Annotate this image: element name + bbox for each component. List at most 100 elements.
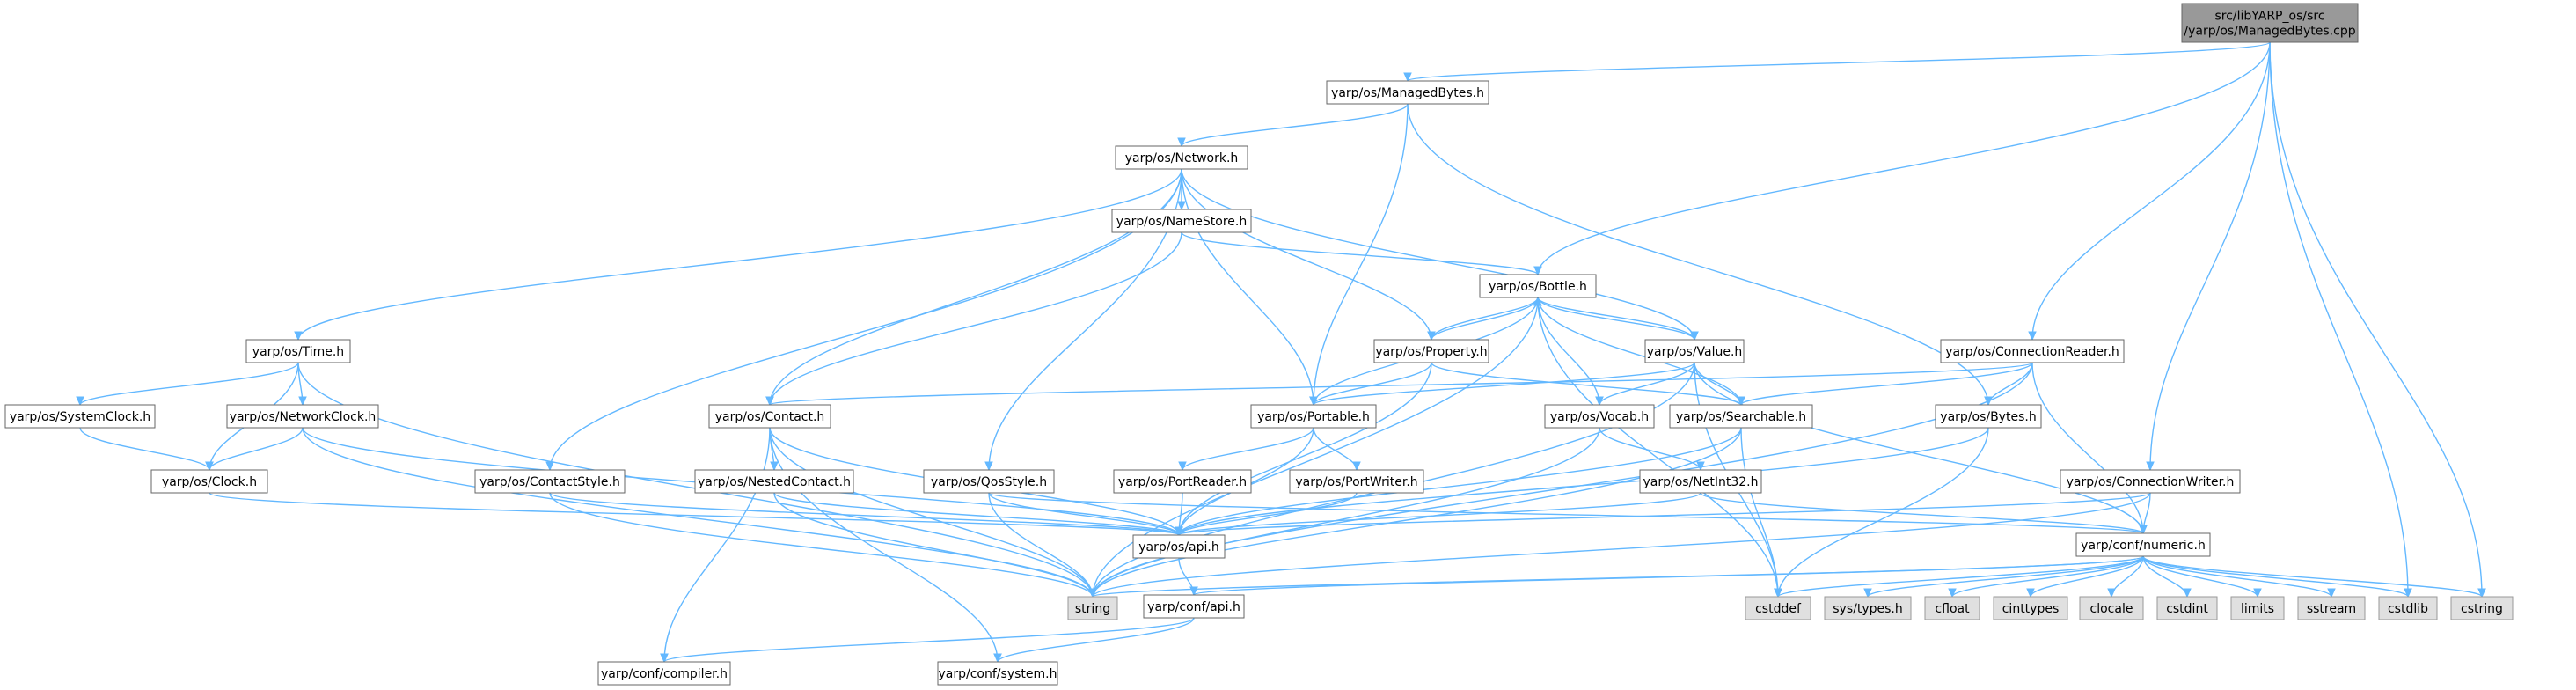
edge-root-to-connectionreader_h [2028,41,2271,341]
edge-line [297,168,1182,341]
node-searchable-h[interactable]: yarp/os/Searchable.h [1669,404,1813,429]
edge-line [1694,362,2144,534]
edge-network_h-to-portable_h [1181,168,1318,407]
node-box [1111,209,1252,233]
node-netint32-h[interactable]: yarp/os/NetInt32.h [1639,469,1762,494]
node-label: yarp/conf/compiler.h [601,667,728,681]
edge-numeric_h-to-cinttypes [2026,555,2144,598]
node-label: yarp/os/PortWriter.h [1295,475,1417,489]
node-value-h[interactable]: yarp/os/Value.h [1644,339,1745,363]
edge-line [1178,427,1742,536]
edge-line [1181,168,1314,406]
node-box [694,469,854,494]
node-label: yarp/os/NameStore.h [1116,215,1247,229]
node-label: yarp/conf/system.h [939,667,1057,681]
node-api-h[interactable]: yarp/os/api.h [1132,534,1226,559]
edge-arrowhead [984,461,993,472]
node-compiler-h[interactable]: yarp/conf/compiler.h [597,661,731,686]
edge-arrowhead [76,396,84,407]
node-connectionreader-h[interactable]: yarp/os/ConnectionReader.h [1940,339,2125,363]
node-bytes-h[interactable]: yarp/os/Bytes.h [1935,404,2042,429]
node-cstring: cstring [2450,596,2514,620]
edge-line [1178,362,1432,536]
node-bottle-h[interactable]: yarp/os/Bottle.h [1479,274,1597,298]
node-box [1935,404,2042,429]
node-numeric-h[interactable]: yarp/conf/numeric.h [2075,532,2211,557]
edge-line [1178,492,2151,536]
node-contact-h[interactable]: yarp/os/Contact.h [708,404,831,429]
node-label: yarp/os/api.h [1138,540,1218,554]
edge-arrowhead [1948,588,1957,598]
node-managedbytes-h[interactable]: yarp/os/ManagedBytes.h [1326,80,1489,105]
edge-nestedcontact_h-to-string [773,492,1097,598]
node-label: yarp/os/ContactStyle.h [479,475,620,489]
edge-line [79,362,299,406]
node-time-h[interactable]: yarp/os/Time.h [245,339,351,363]
edge-arrowhead [1595,396,1604,407]
node-portreader-h[interactable]: yarp/os/PortReader.h [1113,469,1252,494]
node-namestore-h[interactable]: yarp/os/NameStore.h [1111,209,1252,233]
node-contactstyle-h[interactable]: yarp/os/ContactStyle.h [474,469,626,494]
edge-root-to-bottle_h [1533,41,2271,276]
edge-network_h-to-contactstyle_h [545,168,1182,472]
node-nestedcontact-h[interactable]: yarp/os/NestedContact.h [694,469,854,494]
edge-numeric_h-to-cstddef [1774,555,2144,598]
edge-line [1431,297,1539,341]
edge-arrowhead [2028,331,2037,341]
node-label: yarp/os/NestedContact.h [698,475,851,489]
node-clock-h[interactable]: yarp/os/Clock.h [150,469,268,494]
node-box [1639,469,1762,494]
edge-arrowhead [2139,525,2148,535]
node-vocab-h[interactable]: yarp/os/Vocab.h [1544,404,1655,429]
node-label: src/libYARP_os/src [2214,10,2324,24]
node-portwriter-h[interactable]: yarp/os/PortWriter.h [1289,469,1424,494]
edge-network_h-to-time_h [294,168,1182,341]
node-label: yarp/os/Clock.h [162,475,257,489]
edge-line [997,617,1195,663]
edge-line [1537,297,1742,406]
edge-line [1867,555,2144,598]
edge-line [1431,362,1742,406]
node-box [2181,3,2359,43]
edge-network_h-to-contact_h [765,168,1182,407]
edge-line [773,492,1180,536]
node-system-h[interactable]: yarp/conf/system.h [937,661,1058,686]
edge-vocab_h-to-netint32_h [1599,427,1705,472]
edge-connectionwriter_h-to-string [1088,492,2151,598]
node-label: sstream [2307,602,2356,616]
node-label: yarp/os/NetworkClock.h [230,410,377,424]
node-box [1250,404,1377,429]
edge-connectionreader_h-to-bytes_h [1984,362,2033,407]
edge-line [1313,362,1432,406]
node-qosstyle-h[interactable]: yarp/os/QosStyle.h [923,469,1055,494]
node-box [1644,339,1745,363]
node-networkclock-h[interactable]: yarp/os/NetworkClock.h [226,404,379,429]
edge-line [1092,555,2144,598]
edge-portable_h-to-portwriter_h [1313,427,1361,472]
node-portable-h[interactable]: yarp/os/Portable.h [1250,404,1377,429]
node-property-h[interactable]: yarp/os/Property.h [1373,339,1489,363]
edge-arrowhead [1175,526,1183,537]
edge-line [2030,555,2144,598]
node-network-h[interactable]: yarp/os/Network.h [1115,145,1248,170]
node-connectionwriter-h[interactable]: yarp/os/ConnectionWriter.h [2060,469,2241,494]
node-conf-api-h[interactable]: yarp/conf/api.h [1143,594,1245,619]
node-cfloat: cfloat [1924,596,1980,620]
edge-line [1537,41,2271,275]
node-box [2079,596,2144,620]
node-label: yarp/os/Bytes.h [1940,410,2036,424]
edge-numeric_h-to-cstdint [2142,555,2192,598]
edge-arrowhead [1863,588,1872,598]
edge-connectionreader_h-to-numeric_h [2031,362,2148,535]
node-label: yarp/os/ConnectionWriter.h [2067,475,2235,489]
node-cinttypes: cinttypes [1993,596,2068,620]
node-box [1544,404,1655,429]
edge-arrowhead [294,331,303,341]
edge-systemclock_h-to-clock_h [79,427,214,472]
edge-arrowhead [765,396,774,407]
node-systemclock-h[interactable]: yarp/os/SystemClock.h [4,404,156,429]
edge-line [769,168,1182,406]
edge-conf_api_h-to-compiler_h [660,617,1195,664]
edge-line [1740,362,2033,406]
edge-arrowhead [1533,296,1542,306]
